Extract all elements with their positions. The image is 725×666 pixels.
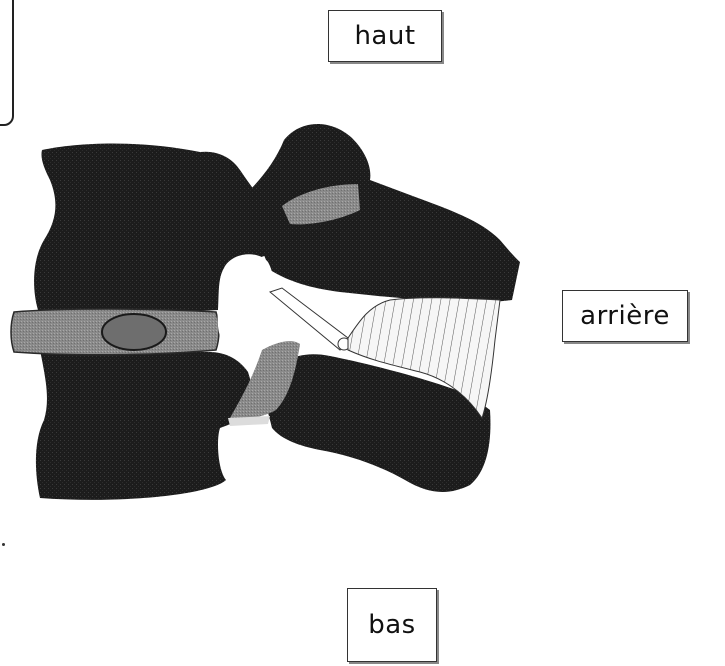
nucleus-pulposus: [102, 314, 166, 350]
label-bottom-text: bas: [368, 610, 415, 640]
ligament-band: [270, 288, 348, 350]
intervertebral-foramen: [218, 254, 275, 352]
label-right-text: arrière: [580, 301, 670, 331]
label-top: haut: [328, 10, 442, 62]
label-bottom: bas: [347, 588, 437, 662]
label-top-text: haut: [354, 21, 415, 51]
label-right: arrière: [562, 290, 688, 342]
lower-vertebral-body: [36, 350, 252, 500]
